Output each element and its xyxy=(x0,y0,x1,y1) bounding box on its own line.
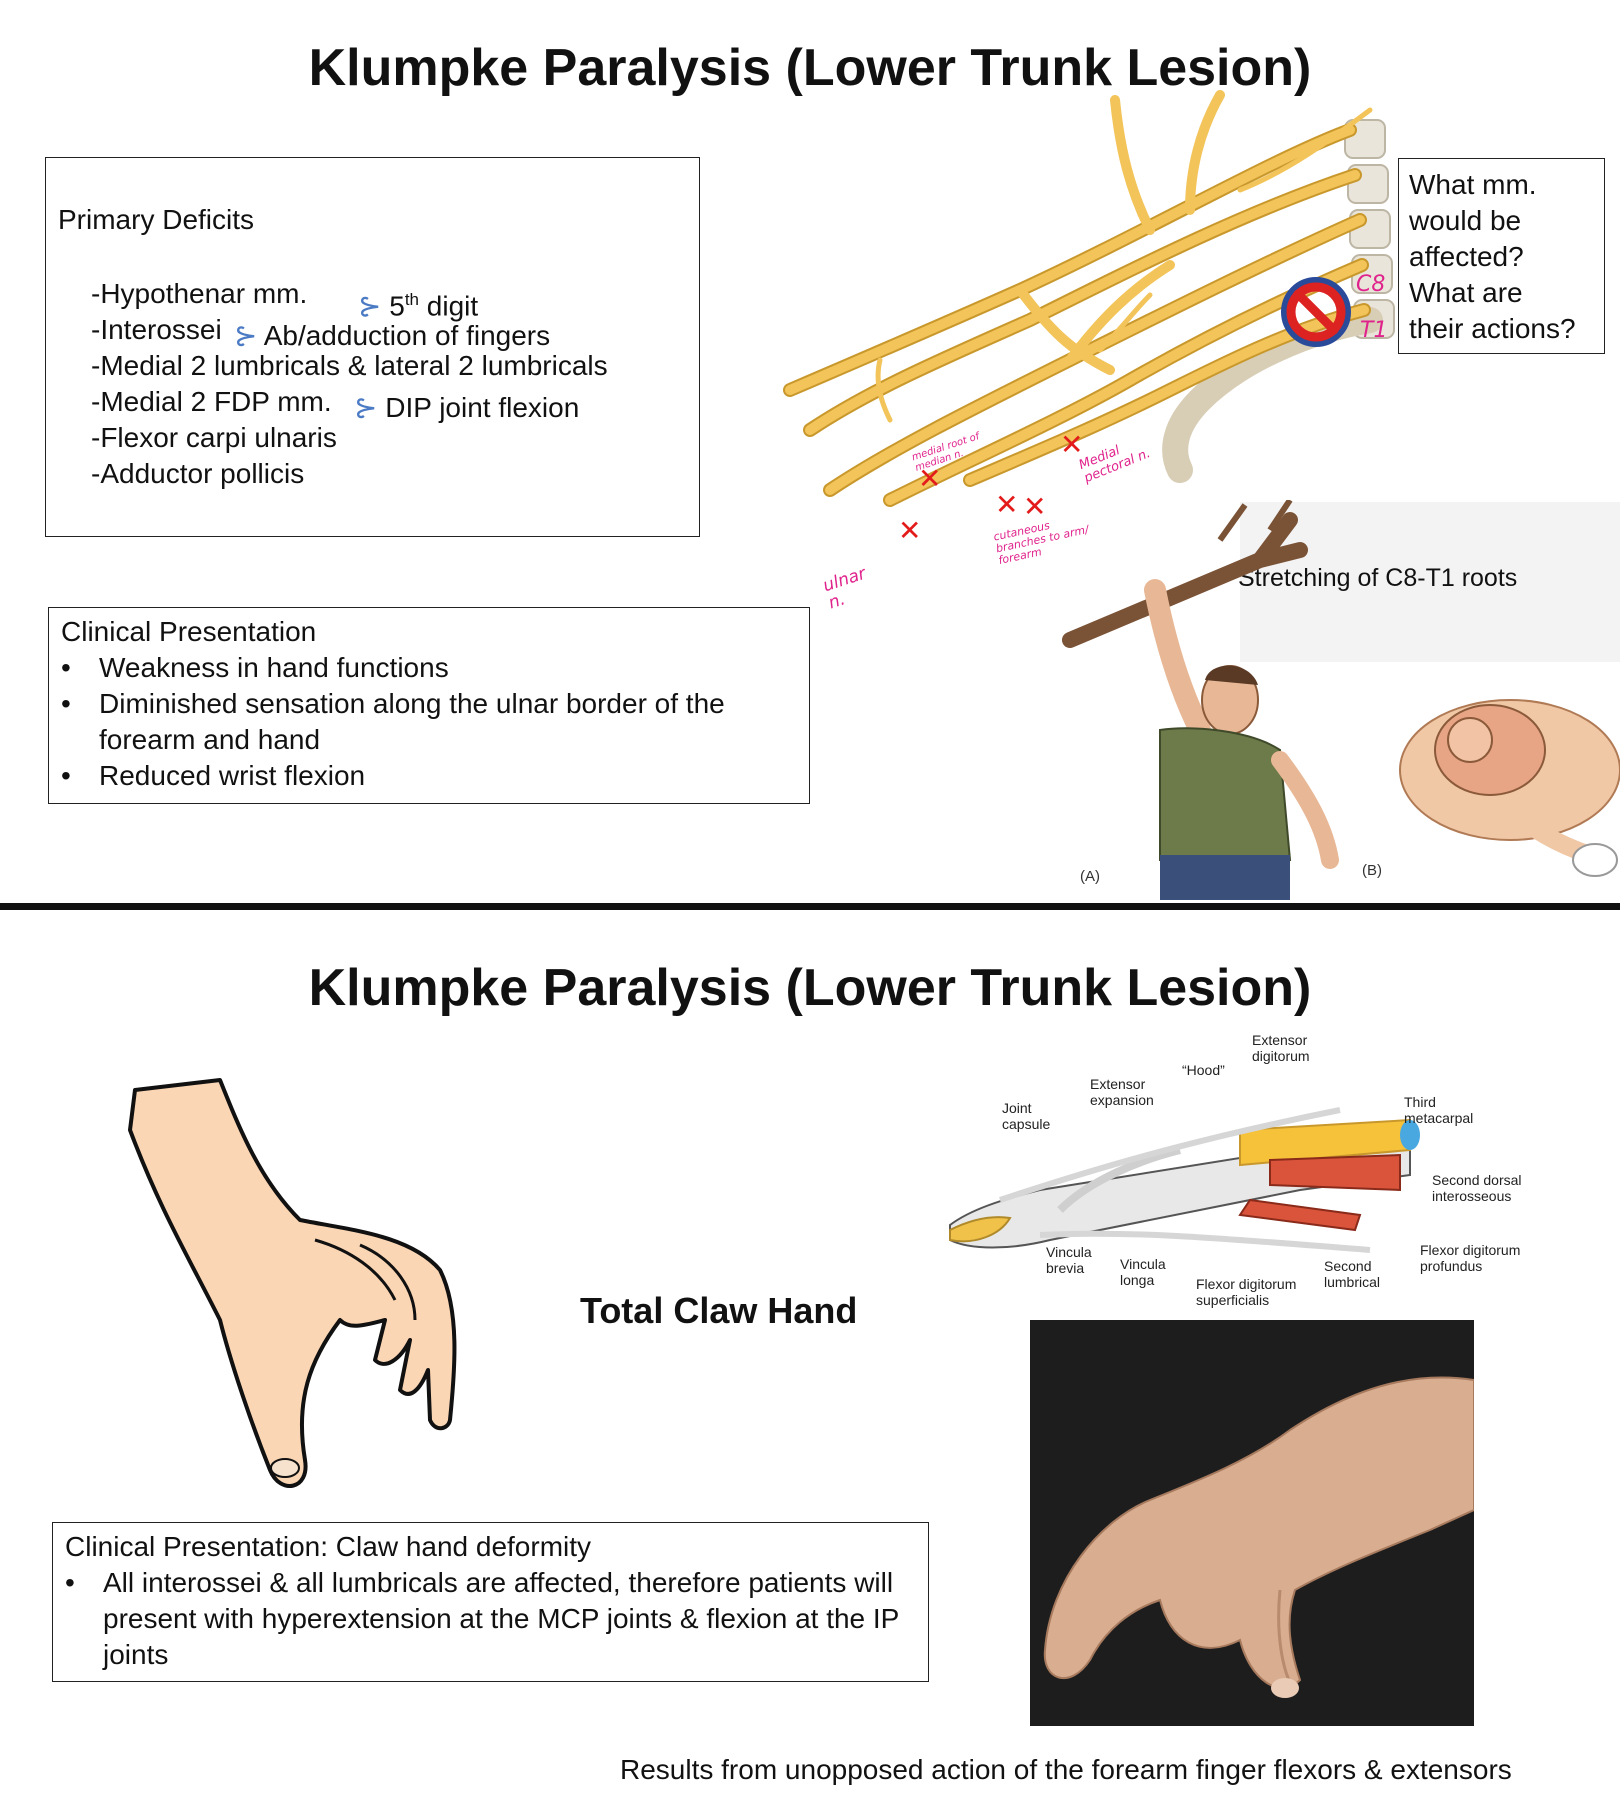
clinical-bullet: Weakness in hand functions xyxy=(49,650,789,686)
stretching-caption: Stretching of C8-T1 roots xyxy=(1238,564,1518,592)
label-vincula-longa: Vincula longa xyxy=(1120,1256,1166,1288)
label-second-dorsal-interosseous: Second dorsal interosseous xyxy=(1432,1172,1522,1204)
deficit-item: -Medial 2 FDP mm. xyxy=(91,386,332,417)
label-vincula-brevia: Vincula brevia xyxy=(1046,1244,1092,1276)
finger-anatomy-diagram xyxy=(949,1107,1420,1253)
claw-hand-label: Total Claw Hand xyxy=(580,1290,858,1331)
top-title: Klumpke Paralysis (Lower Trunk Lesion) xyxy=(308,39,1312,97)
claw-clinical-heading: Clinical Presentation: Claw hand deformi… xyxy=(65,1531,592,1562)
clinical-bullet: Diminished sensation along the ulnar bor… xyxy=(49,686,789,758)
claw-clinical-list: All interossei & all lumbricals are affe… xyxy=(53,1565,913,1673)
primary-deficits-heading: Primary Deficits xyxy=(58,204,255,235)
slide-divider xyxy=(0,903,1620,910)
label-extensor-digitorum: Extensor digitorum xyxy=(1252,1032,1310,1064)
lesion-cross-mark: ✕ xyxy=(1023,490,1047,523)
label-third-metacarpal: Third metacarpal xyxy=(1404,1094,1474,1126)
lesion-cross-mark: ✕ xyxy=(1060,428,1084,461)
deficit-item: -Interossei xyxy=(91,314,222,345)
label-extensor-expansion: Extensor expansion xyxy=(1090,1076,1154,1108)
label-flexor-digitorum-profundus: Flexor digitorum profundus xyxy=(1420,1242,1521,1274)
deficit-item: -Adductor pollicis xyxy=(91,458,305,489)
figure-a-label: (A) xyxy=(1080,868,1100,885)
question-line: their actions? xyxy=(1409,313,1576,344)
lesion-cross-mark: ✕ xyxy=(995,488,1019,521)
deficit-item: -Medial 2 lumbricals & lateral 2 lumbric… xyxy=(91,350,608,381)
clinical-presentation-list: Weakness in hand functions Diminished se… xyxy=(49,650,789,794)
deficit-item: -Hypothenar mm. xyxy=(91,278,308,309)
brachial-plexus-illustration xyxy=(783,90,1395,507)
stretching-caption-panel xyxy=(1240,502,1620,662)
deficit-note: ⊱ 5th digit xyxy=(358,290,479,322)
ulnar-nerve-note: ulnar n. xyxy=(820,563,869,614)
deficit-note: ⊱ Ab/adduction of fingers xyxy=(234,320,551,351)
claw-clinical-box: Clinical Presentation: Claw hand deformi… xyxy=(52,1522,929,1682)
bottom-title: Klumpke Paralysis (Lower Trunk Lesion) xyxy=(308,959,1312,1017)
deficit-note: ⊱ DIP joint flexion xyxy=(354,392,580,423)
lesion-cross-mark: ✕ xyxy=(918,462,942,495)
stretching-illustration xyxy=(1062,500,1620,900)
figure-b-label: (B) xyxy=(1362,862,1382,879)
question-line: affected? xyxy=(1409,241,1524,272)
claw-hand-illustration xyxy=(128,1078,457,1488)
question-box: What mm. would be affected? What are the… xyxy=(1398,158,1605,354)
deficit-item: -Flexor carpi ulnaris xyxy=(91,422,337,453)
question-line: would be xyxy=(1409,205,1522,236)
label-joint-capsule: Joint capsule xyxy=(1002,1100,1051,1132)
clinical-presentation-box: Clinical Presentation Weakness in hand f… xyxy=(48,607,810,804)
claw-clinical-bullet: All interossei & all lumbricals are affe… xyxy=(53,1565,913,1673)
question-line: What mm. xyxy=(1409,169,1537,200)
question-line: What are xyxy=(1409,277,1523,308)
lesion-cross-mark: ✕ xyxy=(898,514,922,547)
t1-label: T1 xyxy=(1360,318,1388,343)
primary-deficits-box: Primary Deficits -Hypothenar mm. ⊱ 5th d… xyxy=(45,157,700,537)
label-second-lumbrical: Second lumbrical xyxy=(1324,1258,1381,1290)
c8-label: C8 xyxy=(1356,272,1386,297)
label-hood: “Hood” xyxy=(1182,1062,1225,1078)
label-flexor-digitorum-superficialis: Flexor digitorum superficialis xyxy=(1196,1276,1297,1308)
footer-note: Results from unopposed action of the for… xyxy=(620,1754,1512,1785)
claw-hand-photo xyxy=(1030,1320,1474,1726)
clinical-bullet: Reduced wrist flexion xyxy=(49,758,789,794)
clinical-presentation-heading: Clinical Presentation xyxy=(61,616,317,647)
